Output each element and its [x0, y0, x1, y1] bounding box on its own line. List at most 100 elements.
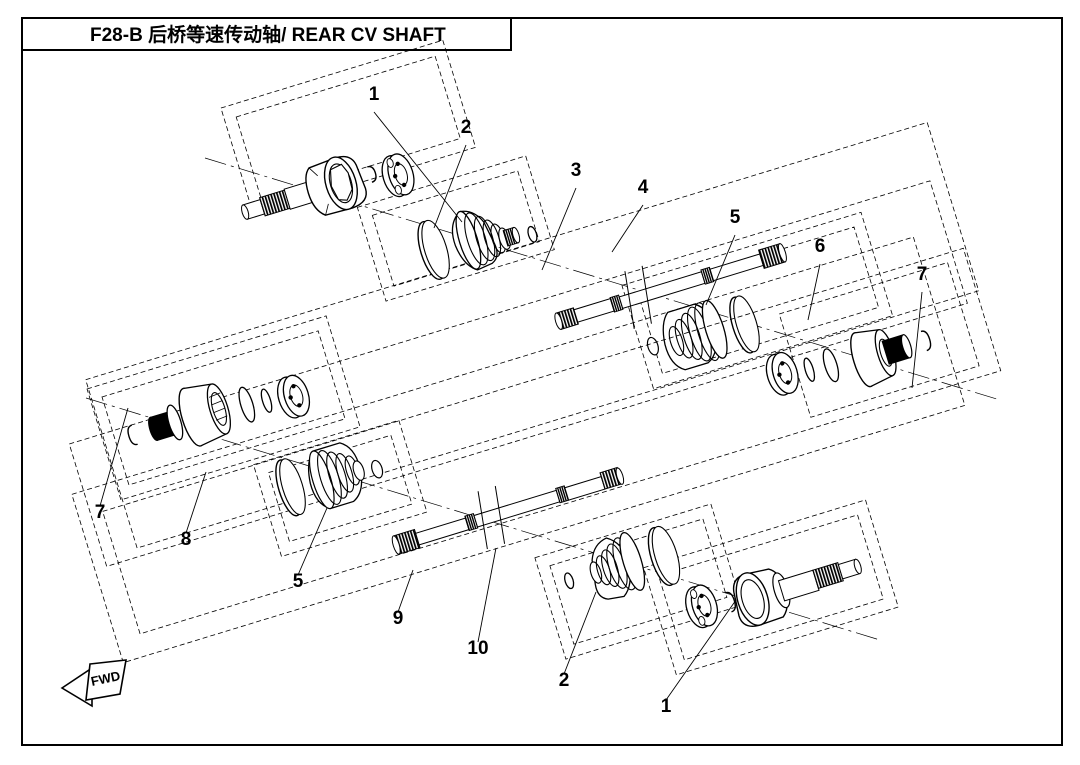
title-block: F28-B 后桥等速传动轴/ REAR CV SHAFT: [21, 17, 512, 51]
upper-drive-shaft: [554, 243, 787, 330]
bbox-assembly-lower-inner: [102, 247, 1002, 635]
bbox-assembly-upper-inner: [68, 180, 968, 567]
lower-snap-ring: [260, 388, 273, 413]
bbox-item-5-lower: [252, 419, 428, 557]
callout-5-upper: 5: [705, 207, 741, 306]
callout-6-upper: 6: [807, 236, 826, 321]
bbox-item-8-inner-lower: [101, 330, 346, 486]
callout-number: 9: [393, 608, 404, 629]
lower-hub-flange: [148, 380, 232, 447]
callout-number: 2: [461, 117, 472, 138]
upper-circlip-small: [367, 165, 377, 183]
upper-inner-tripod-bearing: [765, 351, 799, 396]
fwd-label-text: FWD: [90, 668, 122, 689]
callout-7-upper: 7: [911, 264, 928, 389]
lower-splined-stub-shaft: [777, 558, 862, 602]
upper-cv-outer-race: [305, 155, 367, 216]
lower-inner-small-clamp: [371, 459, 384, 479]
lower-boot-kit: [563, 525, 681, 600]
callout-9-lower: 9: [393, 569, 414, 629]
lower-bellows-boot: [589, 531, 646, 600]
upper-tripod-bearing: [381, 153, 415, 198]
callout-number: 7: [95, 502, 106, 523]
callout-1-lower: 1: [661, 599, 737, 717]
callout-layer: 1 2 3 4 5 6 7 7 8 5 9 10 2 1: [95, 84, 928, 717]
bbox-item-1-inner-upper: [235, 55, 461, 200]
callout-number: 8: [181, 529, 192, 550]
upper-inner-joint-hub: [765, 325, 932, 396]
callout-number: 1: [661, 696, 672, 717]
callout-number: 6: [815, 236, 826, 257]
forward-direction-arrow: FWD: [60, 659, 127, 708]
bbox-item-1-upper: [220, 39, 477, 216]
lower-inner-boot-group: [275, 442, 384, 517]
upper-snap-ring: [803, 357, 816, 382]
callout-8-lower: 8: [181, 471, 207, 550]
upper-small-clamp: [527, 225, 538, 243]
callout-number: 4: [638, 177, 649, 198]
lower-circlip-small: [725, 591, 736, 613]
callout-leader-line: [611, 204, 644, 253]
upper-bellows-boot: [451, 210, 521, 271]
callout-5-lower: 5: [293, 507, 328, 592]
callout-leader-line: [373, 111, 463, 223]
upper-spacer-ring: [822, 348, 840, 383]
callout-leader-line: [807, 263, 821, 321]
bbox-item-1-lower: [643, 499, 899, 676]
callout-leader-line: [477, 547, 497, 643]
lower-cv-shaft-assembly: [71, 236, 1002, 676]
callout-number: 1: [369, 84, 380, 105]
callout-3-upper: 3: [541, 160, 582, 271]
bbox-item-5-upper: [621, 211, 894, 390]
lower-inner-bellows-boot: [307, 442, 365, 510]
upper-inner-small-clamp: [646, 336, 659, 356]
bbox-item-1-inner-lower: [658, 514, 884, 661]
callout-10-lower: 10: [467, 547, 497, 659]
callout-leader-line: [99, 407, 129, 507]
upper-shaft-break-mark: [624, 265, 652, 330]
callout-number: 3: [571, 160, 582, 181]
callout-1-upper: 1: [369, 84, 463, 223]
lower-tripod-bearing: [276, 374, 311, 419]
title-block-text: F28-B 后桥等速传动轴/ REAR CV SHAFT: [90, 23, 446, 46]
lower-hub-joint: [127, 374, 311, 447]
callout-leader-line: [297, 507, 328, 576]
callout-2-lower: 2: [559, 591, 597, 691]
callout-leader-line: [911, 291, 923, 389]
callout-4-upper: 4: [611, 177, 649, 253]
callout-number: 5: [293, 571, 304, 592]
upper-inner-boot-group: [646, 295, 760, 371]
callout-leader-line: [185, 471, 207, 534]
bbox-item-2-upper: [356, 155, 555, 302]
callout-leader-line: [665, 599, 737, 701]
lower-drive-shaft: [391, 466, 625, 555]
callout-7-lower: 7: [95, 407, 129, 523]
upper-hub-flange: [850, 325, 913, 388]
fwd-label-plate: [85, 659, 127, 701]
upper-left-cv-joint: [241, 153, 415, 220]
lower-spacer-ring: [238, 386, 256, 423]
lower-end-circlip: [127, 424, 138, 446]
callout-leader-line: [433, 144, 467, 229]
upper-end-circlip: [920, 330, 932, 352]
lower-shaft-break-mark: [477, 485, 506, 550]
callout-number: 5: [730, 207, 741, 228]
callout-2-upper: 2: [433, 117, 472, 229]
callout-leader-line: [705, 234, 736, 306]
callout-leader-line: [541, 187, 577, 271]
drawing-frame-border: [21, 17, 1063, 746]
callout-number: 7: [917, 264, 928, 285]
bbox-assembly-lower: [71, 236, 966, 664]
upper-inner-bellows-boot: [662, 299, 728, 371]
upper-dashed-bounding-boxes: [68, 39, 980, 567]
upper-boot-kit: [417, 210, 538, 280]
upper-cv-shaft-assembly: [68, 39, 1001, 567]
lower-cv-joint: [685, 558, 862, 629]
lower-small-clamp: [563, 572, 575, 590]
callout-number: 10: [467, 638, 488, 659]
callout-leader-line: [563, 591, 597, 675]
bbox-item-2-lower: [534, 503, 743, 660]
